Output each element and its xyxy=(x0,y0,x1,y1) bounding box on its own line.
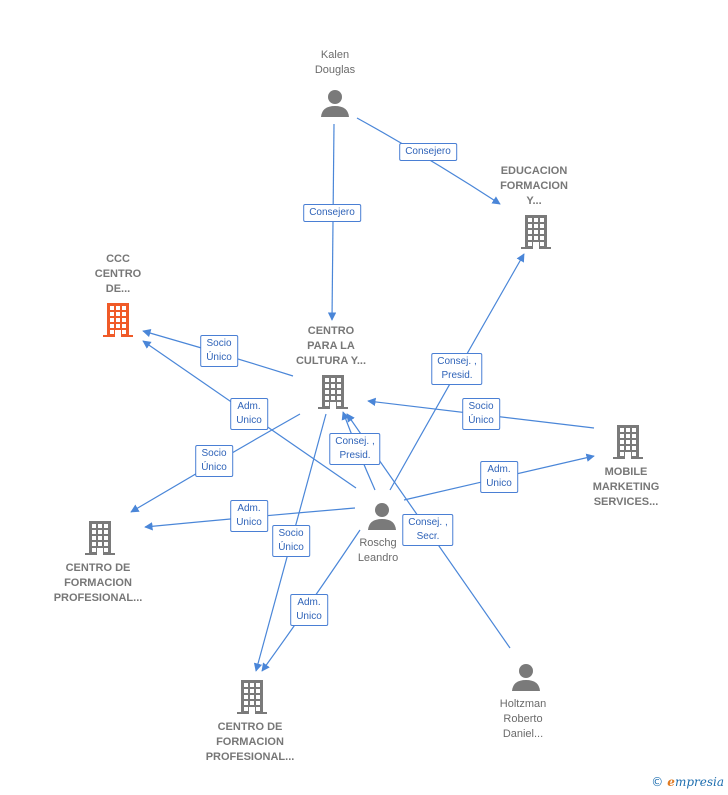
edge-label-line: Unico xyxy=(296,611,322,622)
edge-label-line: Socio xyxy=(206,338,232,349)
edge-label[interactable]: Consejero xyxy=(399,143,457,161)
edge-label-line: Consejero xyxy=(405,146,451,157)
edge-label[interactable]: Consej. , Presid. xyxy=(431,353,483,385)
node-label-line: Y... xyxy=(526,195,542,207)
edge-label[interactable]: Consejero xyxy=(303,204,361,222)
edge-label-line: Adm. xyxy=(297,597,321,608)
brand-initial: e xyxy=(667,775,675,789)
edge-label-line: Presid. xyxy=(339,450,371,461)
edge-label-line: Único xyxy=(206,352,232,363)
node-label-line: CENTRO DE xyxy=(217,721,283,733)
node-label-line: FORMACION xyxy=(216,736,284,748)
node-label-line: PARA LA xyxy=(307,340,355,352)
edge-label-line: Consej. , xyxy=(408,517,448,528)
edge-label-line: Consej. , xyxy=(437,356,477,367)
node-label-line: FORMACION xyxy=(500,180,568,192)
brand-footer[interactable]: ©empresia xyxy=(651,775,724,789)
node-label-line: Holtzman xyxy=(499,698,547,710)
node-label-line: SERVICES... xyxy=(593,496,659,508)
brand-name: mpresia xyxy=(674,775,724,789)
edge-label-line: Socio xyxy=(201,448,227,459)
edge-label-line: Presid. xyxy=(441,370,473,381)
edge-label-line: Unico xyxy=(236,517,262,528)
node-label-line: Roberto xyxy=(503,713,543,725)
edge-label[interactable]: Adm. Unico xyxy=(230,398,268,430)
node-label-line: CCC xyxy=(106,253,130,265)
person-icon[interactable] xyxy=(320,88,350,123)
edge-label-line: Único xyxy=(201,462,227,473)
copyright-symbol: © xyxy=(651,775,664,789)
node-label-line: FORMACION xyxy=(64,577,132,589)
edge-label[interactable]: Adm. Unico xyxy=(480,461,518,493)
edge-label-line: Consej. , xyxy=(335,436,375,447)
edge-label-line: Socio xyxy=(278,528,304,539)
node-label-line: PROFESIONAL... xyxy=(53,592,143,604)
node-label-line: Leandro xyxy=(357,552,399,564)
edge-label[interactable]: Consej. , Secr. xyxy=(402,514,454,546)
node-label-line: CENTRO DE xyxy=(65,562,131,574)
person-icon[interactable] xyxy=(511,662,541,697)
edge-kalen-to-centro_cultura xyxy=(327,123,337,321)
edge-label-line: Adm. xyxy=(237,503,261,514)
node-label-line: MARKETING xyxy=(592,481,660,493)
node-label-line: Kalen xyxy=(320,49,350,61)
node-label-line: CENTRO xyxy=(307,325,355,337)
edge-label-line: Adm. xyxy=(237,401,261,412)
node-label-line: MOBILE xyxy=(604,466,648,478)
node-label-centro-cultura[interactable]: CENTRO PARA LA CULTURA Y... xyxy=(266,324,396,369)
node-label-ccc[interactable]: CCC CENTRO DE... xyxy=(53,252,183,297)
edge-label-line: Unico xyxy=(236,415,262,426)
person-icon[interactable] xyxy=(367,501,397,536)
edge-label[interactable]: Adm. Unico xyxy=(290,594,328,626)
building-icon[interactable] xyxy=(521,215,551,254)
node-label-line: CULTURA Y... xyxy=(295,355,367,367)
node-label-mobile[interactable]: MOBILE MARKETING SERVICES... xyxy=(561,465,691,510)
edge-label-line: Consejero xyxy=(309,207,355,218)
building-icon[interactable] xyxy=(237,680,267,719)
node-label-educacion[interactable]: EDUCACION FORMACION Y... xyxy=(469,164,599,209)
node-label-line: PROFESIONAL... xyxy=(205,751,295,763)
building-icon[interactable] xyxy=(85,521,115,560)
node-label-centro-form-2[interactable]: CENTRO DE FORMACION PROFESIONAL... xyxy=(185,720,315,765)
node-label-line: Douglas xyxy=(314,64,356,76)
edge-label[interactable]: Adm. Unico xyxy=(230,500,268,532)
node-label-line: Daniel... xyxy=(502,728,544,740)
edge-label-line: Adm. xyxy=(487,464,511,475)
edge-label-line: Secr. xyxy=(416,531,440,542)
edge-label-line: Socio xyxy=(468,401,494,412)
edge-label-line: Unico xyxy=(486,478,512,489)
node-label-line: EDUCACION xyxy=(500,165,568,177)
edge-label[interactable]: Consej. , Presid. xyxy=(329,433,381,465)
building-icon[interactable] xyxy=(318,375,348,414)
building-icon[interactable] xyxy=(613,425,643,464)
building-icon[interactable] xyxy=(103,303,133,342)
node-label-line: Roschg xyxy=(359,537,397,549)
node-label-line: CENTRO xyxy=(94,268,142,280)
node-label-centro-form-1[interactable]: CENTRO DE FORMACION PROFESIONAL... xyxy=(33,561,163,606)
edge-label-line: Único xyxy=(468,415,494,426)
node-label-line: DE... xyxy=(105,283,131,295)
edge-label-line: Único xyxy=(278,542,304,553)
